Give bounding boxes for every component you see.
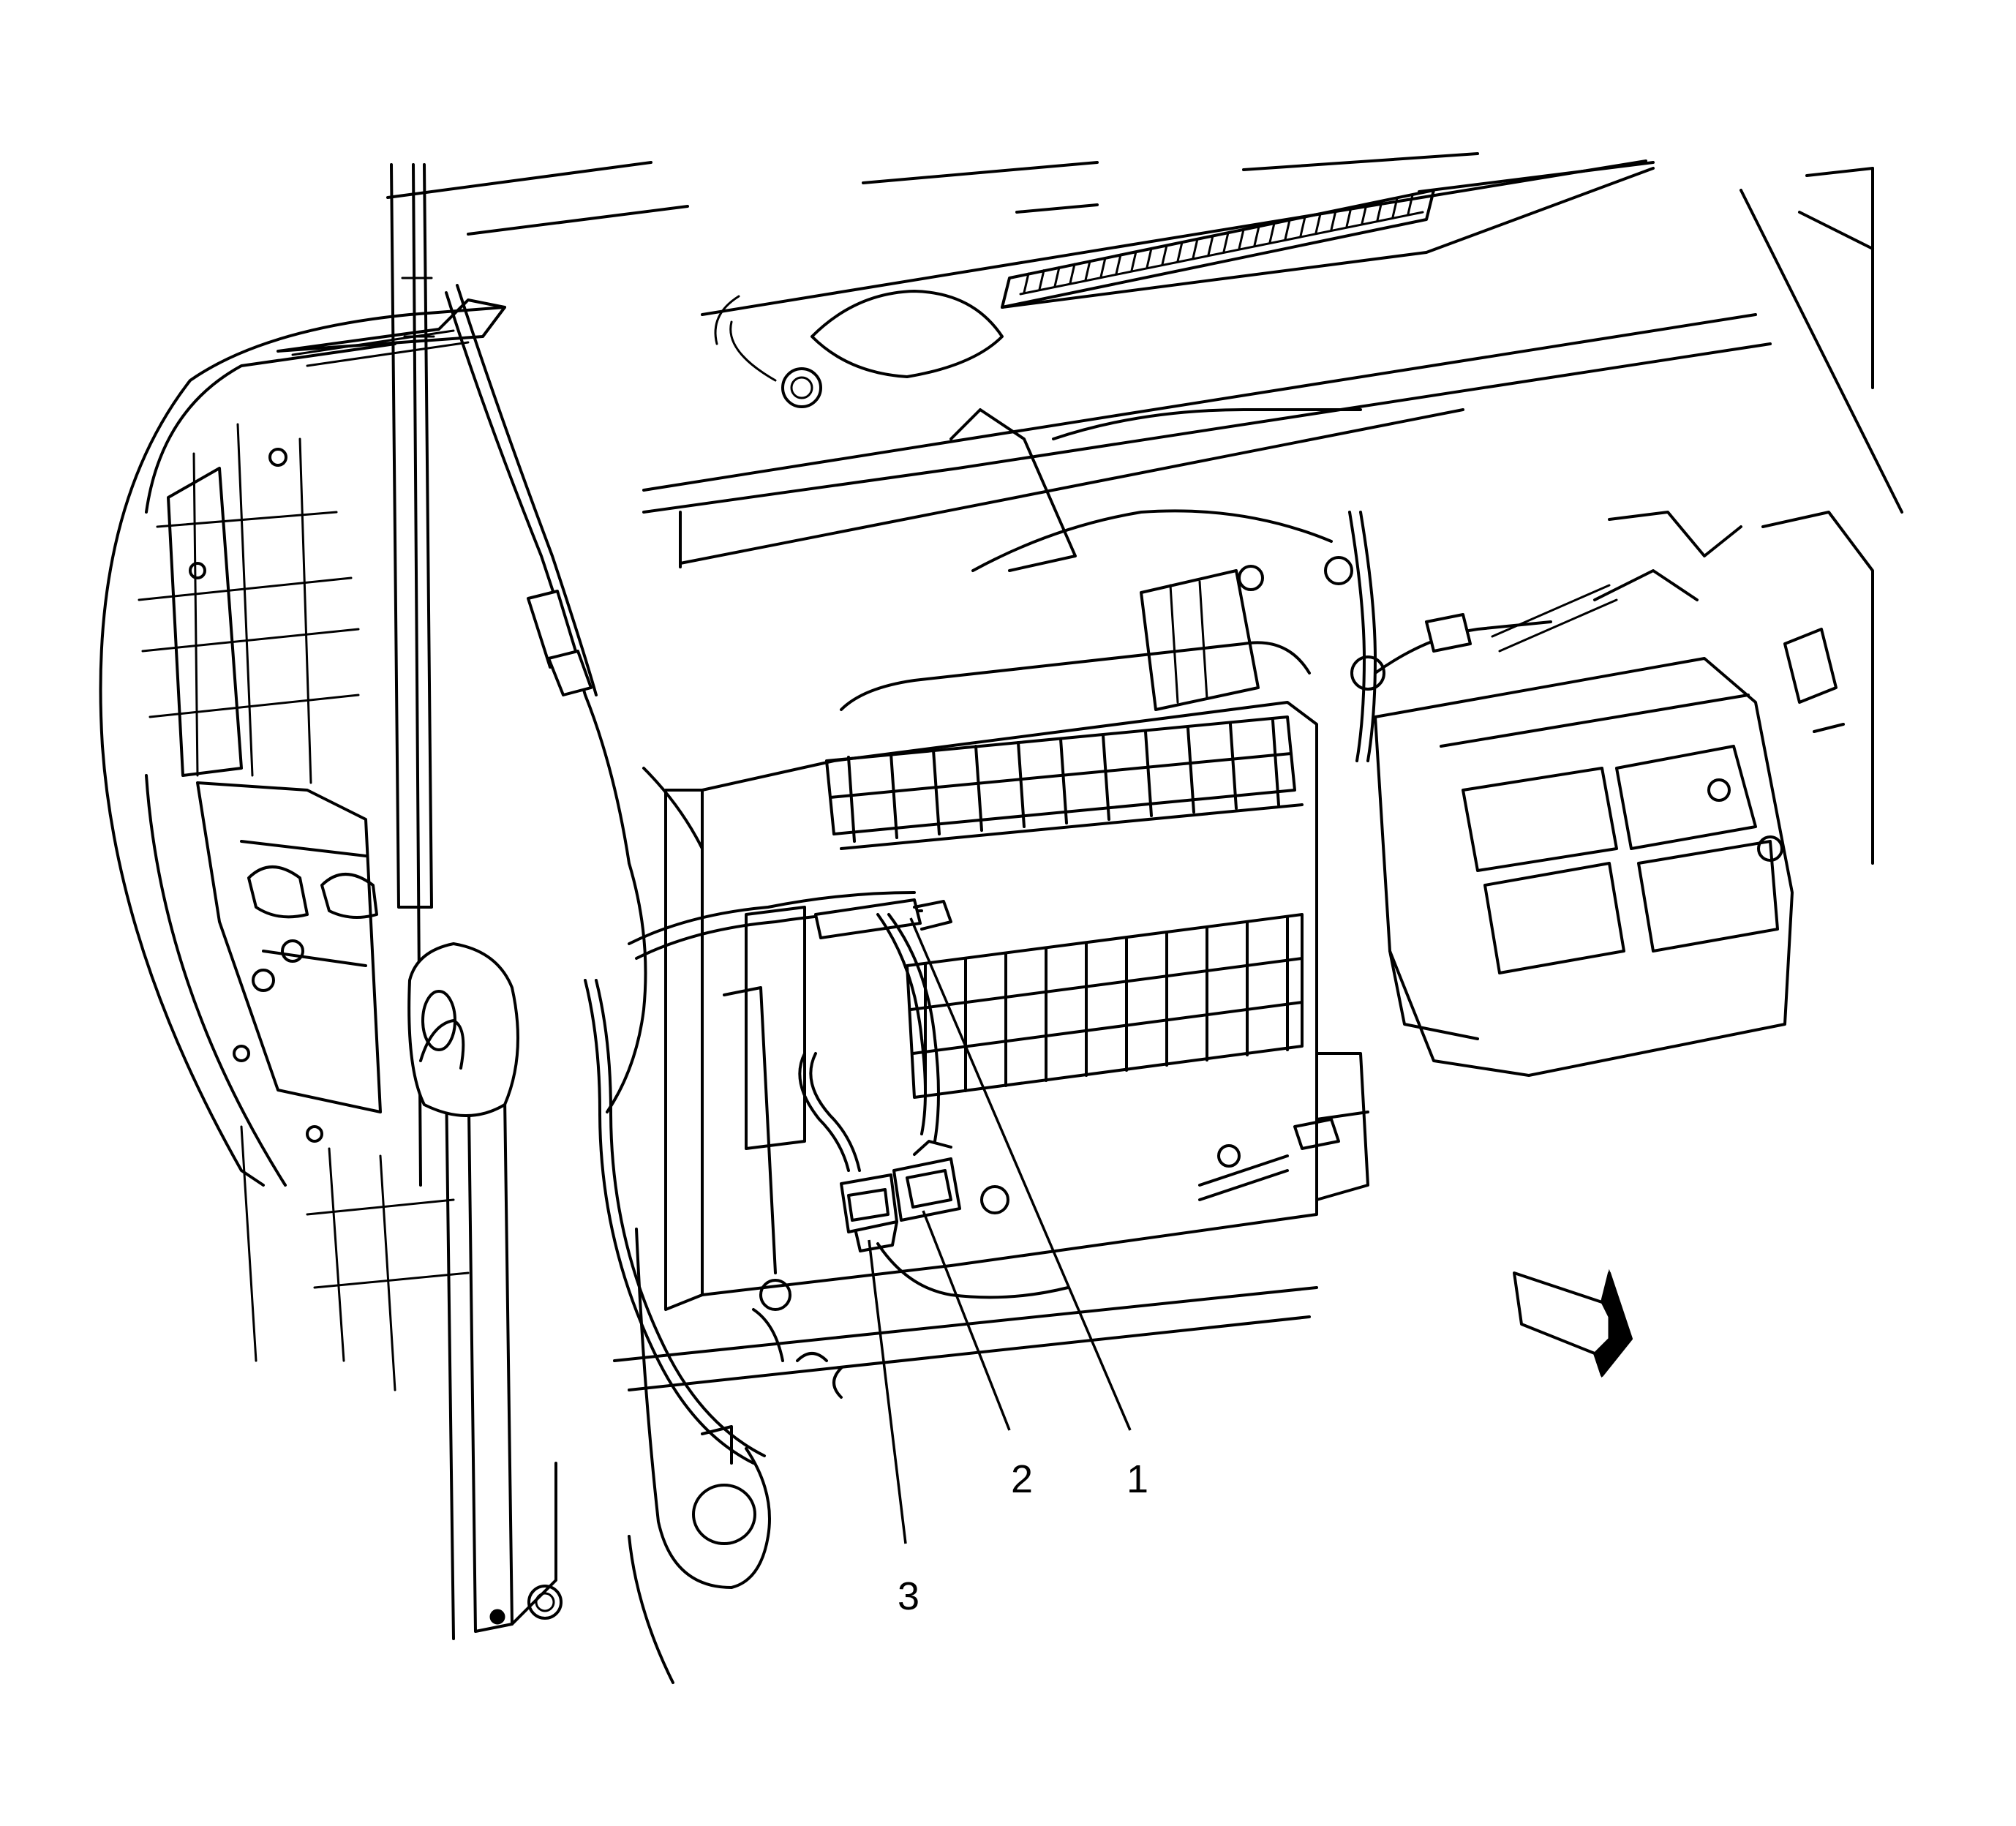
connector-2 [892,1140,961,1222]
detail-stroke [1144,730,1153,817]
detail-stroke [1330,209,1337,231]
detail-stroke [1361,203,1368,225]
detail-stroke [1345,206,1353,228]
detail-stroke [1268,222,1276,244]
hvac-grid-lower [906,913,1304,1099]
leader-2 [922,1210,1011,1431]
vertical-trim-strap [390,163,563,1640]
detail-stroke [1176,241,1184,263]
defroster-grille [1001,189,1435,309]
detail-stroke [1222,231,1230,253]
connector-3 [840,1173,898,1252]
dash-top-panel [386,152,1903,568]
wiring-harness-center [584,891,1069,1684]
callout-labels: 1 2 3 [898,1457,1148,1618]
detail-stroke [1053,266,1061,288]
wiring-harness-left [445,284,704,1113]
left-mesh-panel [138,423,470,1391]
callout-1: 1 [1127,1457,1148,1501]
detail-stroke [1391,197,1399,219]
detail-stroke [1407,194,1414,215]
detail-stroke [847,756,856,843]
detail-stroke [1115,253,1122,275]
right-dash-end [1491,511,1874,865]
hvac-grid-upper [825,715,1304,850]
detail-stroke [1376,200,1383,222]
detail-stroke [1038,269,1045,291]
detail-stroke [1099,257,1107,278]
callout-3: 3 [898,1574,919,1618]
detail-stroke [829,752,1293,799]
harness-grommet [407,942,519,1117]
detail-stroke [974,745,983,832]
detail-stroke [911,1001,1304,1055]
detail-stroke [1186,726,1195,814]
detail-stroke [1238,228,1245,250]
detail-stroke [889,752,898,839]
detail-stroke [932,748,941,835]
lower-floor-bracket [1198,1052,1369,1201]
detail-stroke [1299,216,1306,238]
detail-stroke [1192,238,1199,260]
detail-stroke [1161,244,1168,266]
callout-2: 2 [1011,1457,1033,1501]
center-duct [840,408,1362,711]
hvac-housing [613,701,1318,1465]
callout-leaders [868,917,1132,1544]
leader-1 [909,917,1132,1431]
detail-stroke [1023,272,1030,294]
detail-stroke [1284,219,1291,241]
glove-box-panel [1374,657,1794,1077]
detail-stroke [1253,225,1260,247]
speaker-cover [714,290,1004,408]
detail-stroke [1146,247,1153,269]
detail-stroke [1069,263,1076,285]
detail-stroke [1084,260,1091,282]
detail-stroke [1271,719,1280,806]
detail-stroke [1017,741,1026,828]
forward-arrow-icon [1513,1269,1633,1378]
leader-3 [868,1239,907,1544]
wiring-harness-right [1238,511,1552,762]
detail-stroke [1229,723,1238,810]
detail-stroke [1207,234,1214,256]
detail-stroke [1130,250,1137,272]
detail-stroke [909,957,1304,1011]
detail-stroke [1059,737,1068,824]
detail-stroke [1102,734,1110,821]
left-mounting-bracket [196,781,382,1113]
detail-stroke [1314,212,1322,234]
left-dash-end [99,298,506,1187]
